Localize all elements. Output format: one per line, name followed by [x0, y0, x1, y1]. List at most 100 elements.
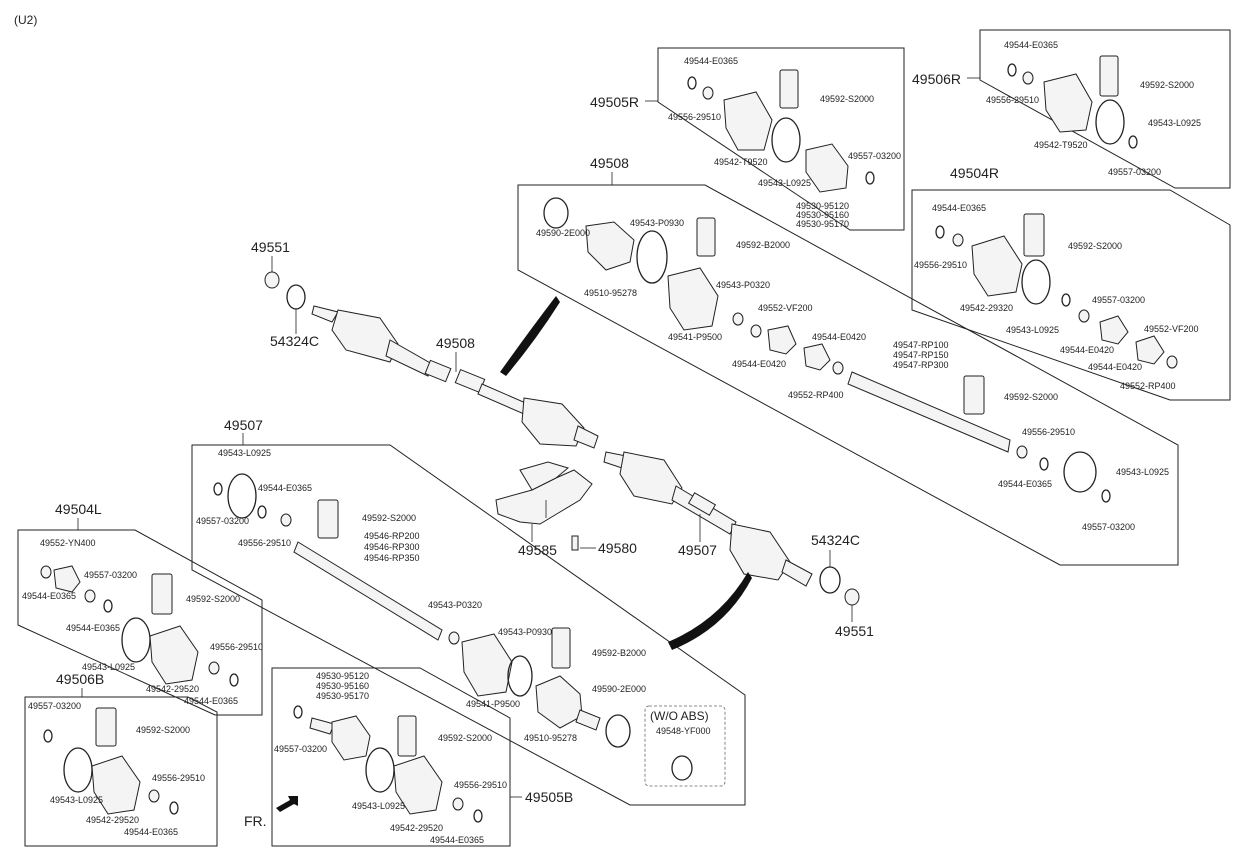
part-label-s8_7[interactable]: 49552-VF200 [758, 303, 813, 313]
part-label-l4_7[interactable]: 49543-L0925 [82, 662, 135, 672]
part-label-s8_2[interactable]: 49510-95278 [584, 288, 637, 298]
part-label-s7_10[interactable]: 49543-P0930 [498, 627, 552, 637]
group-label-49508[interactable]: 49508 [590, 155, 629, 171]
part-label-s8_13[interactable]: 49547-RP300 [893, 360, 949, 370]
part-label-s8_9[interactable]: 49544-E0420 [812, 332, 866, 342]
part-label-s7_11[interactable]: 49592-B2000 [592, 648, 646, 658]
part-label-r6_6[interactable]: 49557-03200 [1108, 167, 1161, 177]
part-label-b6_4[interactable]: 49543-L0925 [50, 795, 103, 805]
part-label-b5_2[interactable]: 49530-95160 [316, 681, 369, 691]
part-label-s7_5[interactable]: 49592-S2000 [362, 513, 416, 523]
bracket-49585[interactable] [495, 461, 596, 551]
part-label-s8_14[interactable]: 49592-S2000 [1004, 392, 1058, 402]
part-label-r4_9[interactable]: 49544-E0420 [1088, 362, 1142, 372]
group-label-49504L[interactable]: 49504L [55, 501, 102, 517]
part-label-b5_7[interactable]: 49556-29510 [454, 780, 507, 790]
part-label-b6_3[interactable]: 49556-29510 [152, 773, 205, 783]
part-49507-shaft[interactable]: 49507 [678, 542, 717, 558]
part-label-l4_6[interactable]: 49556-29510 [210, 642, 263, 652]
part-label-r5_3[interactable]: 49592-S2000 [820, 94, 874, 104]
part-label-b5_9[interactable]: 49544-E0365 [430, 835, 484, 845]
part-label-b5_1[interactable]: 49530-95120 [316, 671, 369, 681]
part-label-l4_8[interactable]: 49542-29520 [146, 684, 199, 694]
part-label-b5_8[interactable]: 49542-29520 [390, 823, 443, 833]
part-label-s8_8[interactable]: 49544-E0420 [732, 359, 786, 369]
part-label-l4_3[interactable]: 49544-E0365 [22, 591, 76, 601]
shaft-49508-assembly[interactable] [264, 271, 599, 449]
part-label-s7_12[interactable]: 49541-P9500 [466, 699, 520, 709]
group-label-49506B[interactable]: 49506B [56, 671, 104, 687]
part-label-r5_9[interactable]: 49530-95170 [796, 219, 849, 229]
part-label-s8_15[interactable]: 49556-29510 [1022, 427, 1075, 437]
group-label-49505B[interactable]: 49505B [525, 789, 573, 805]
part-label-s8_10[interactable]: 49552-RP400 [788, 390, 844, 400]
part-label-s7_1[interactable]: 49543-L0925 [218, 448, 271, 458]
part-label-b5_3[interactable]: 49530-95170 [316, 691, 369, 701]
part-label-b6_5[interactable]: 49542-29520 [86, 815, 139, 825]
part-label-b5_4[interactable]: 49557-03200 [274, 744, 327, 754]
part-label-r4_3[interactable]: 49592-S2000 [1068, 241, 1122, 251]
part-label-s7_2[interactable]: 49544-E0365 [258, 483, 312, 493]
part-label-s7_7[interactable]: 49546-RP300 [364, 542, 420, 552]
part-label-r4_7[interactable]: 49544-E0420 [1060, 345, 1114, 355]
part-label-l4_2[interactable]: 49557-03200 [84, 570, 137, 580]
part-label-r5_1[interactable]: 49544-E0365 [684, 56, 738, 66]
part-49580[interactable]: 49580 [598, 540, 637, 556]
group-label-49507[interactable]: 49507 [224, 417, 263, 433]
part-label-s8_5[interactable]: 49543-P0320 [716, 280, 770, 290]
part-label-r4_6[interactable]: 49557-03200 [1092, 295, 1145, 305]
part-label-s8_3[interactable]: 49543-P0930 [630, 218, 684, 228]
part-label-r5_4[interactable]: 49542-T9520 [714, 157, 768, 167]
part-label-s7_13[interactable]: 49590-2E000 [592, 684, 646, 694]
part-49585[interactable]: 49585 [518, 542, 557, 558]
part-label-s8_18[interactable]: 49557-03200 [1082, 522, 1135, 532]
part-label-b5_6[interactable]: 49543-L0925 [352, 801, 405, 811]
abs-ring-shape[interactable] [671, 755, 693, 781]
part-label-r5_6[interactable]: 49557-03200 [848, 151, 901, 161]
shaft-49507-assembly[interactable] [603, 451, 860, 650]
part-label-r4_4[interactable]: 49542-29320 [960, 303, 1013, 313]
part-label-s7_9[interactable]: 49543-P0320 [428, 600, 482, 610]
part-label-b6_2[interactable]: 49592-S2000 [136, 725, 190, 735]
part-label-r6_4[interactable]: 49542-T9520 [1034, 140, 1088, 150]
part-label-s7_14[interactable]: 49510-95278 [524, 733, 577, 743]
part-label-b6_6[interactable]: 49544-E0365 [124, 827, 178, 837]
group-label-49504R[interactable]: 49504R [950, 165, 999, 181]
part-54324C-bottom[interactable]: 54324C [811, 532, 860, 548]
part-label-r6_2[interactable]: 49556-29510 [986, 95, 1039, 105]
wo-abs-part-label[interactable]: 49548-YF000 [656, 726, 711, 736]
part-label-s7_8[interactable]: 49546-RP350 [364, 553, 420, 563]
part-49551-bottom[interactable]: 49551 [835, 623, 874, 639]
part-label-r4_2[interactable]: 49556-29510 [914, 260, 967, 270]
part-label-r6_5[interactable]: 49543-L0925 [1148, 118, 1201, 128]
group-label-49505R[interactable]: 49505R [590, 94, 639, 110]
part-label-s8_17[interactable]: 49543-L0925 [1116, 467, 1169, 477]
part-label-l4_9[interactable]: 49544-E0365 [184, 696, 238, 706]
part-label-s7_4[interactable]: 49556-29510 [238, 538, 291, 548]
part-label-r5_2[interactable]: 49556-29510 [668, 112, 721, 122]
part-label-s7_6[interactable]: 49546-RP200 [364, 531, 420, 541]
part-label-b5_5[interactable]: 49592-S2000 [438, 733, 492, 743]
part-label-s8_4[interactable]: 49592-B2000 [736, 240, 790, 250]
part-49551-top[interactable]: 49551 [251, 239, 290, 255]
part-label-r5_8[interactable]: 49530-95160 [796, 210, 849, 220]
part-label-l4_4[interactable]: 49592-S2000 [186, 594, 240, 604]
part-49508-shaft[interactable]: 49508 [436, 335, 475, 351]
part-label-r4_8[interactable]: 49552-VF200 [1144, 324, 1199, 334]
part-label-s7_3[interactable]: 49557-03200 [196, 516, 249, 526]
part-label-r5_7[interactable]: 49530-95120 [796, 201, 849, 211]
part-label-b6_1[interactable]: 49557-03200 [28, 701, 81, 711]
part-label-r6_1[interactable]: 49544-E0365 [1004, 40, 1058, 50]
part-label-s8_11[interactable]: 49547-RP100 [893, 340, 949, 350]
part-label-r4_1[interactable]: 49544-E0365 [932, 203, 986, 213]
group-label-49506R[interactable]: 49506R [912, 71, 961, 87]
part-label-s8_12[interactable]: 49547-RP150 [893, 350, 949, 360]
part-label-s8_16[interactable]: 49544-E0365 [998, 479, 1052, 489]
part-label-r6_3[interactable]: 49592-S2000 [1140, 80, 1194, 90]
part-label-l4_5[interactable]: 49544-E0365 [66, 623, 120, 633]
part-label-s8_6[interactable]: 49541-P9500 [668, 332, 722, 342]
part-54324C-top[interactable]: 54324C [270, 333, 319, 349]
part-label-s8_1[interactable]: 49590-2E000 [536, 228, 590, 238]
part-label-l4_1[interactable]: 49552-YN400 [40, 538, 96, 548]
part-label-r5_5[interactable]: 49543-L0925 [758, 178, 811, 188]
